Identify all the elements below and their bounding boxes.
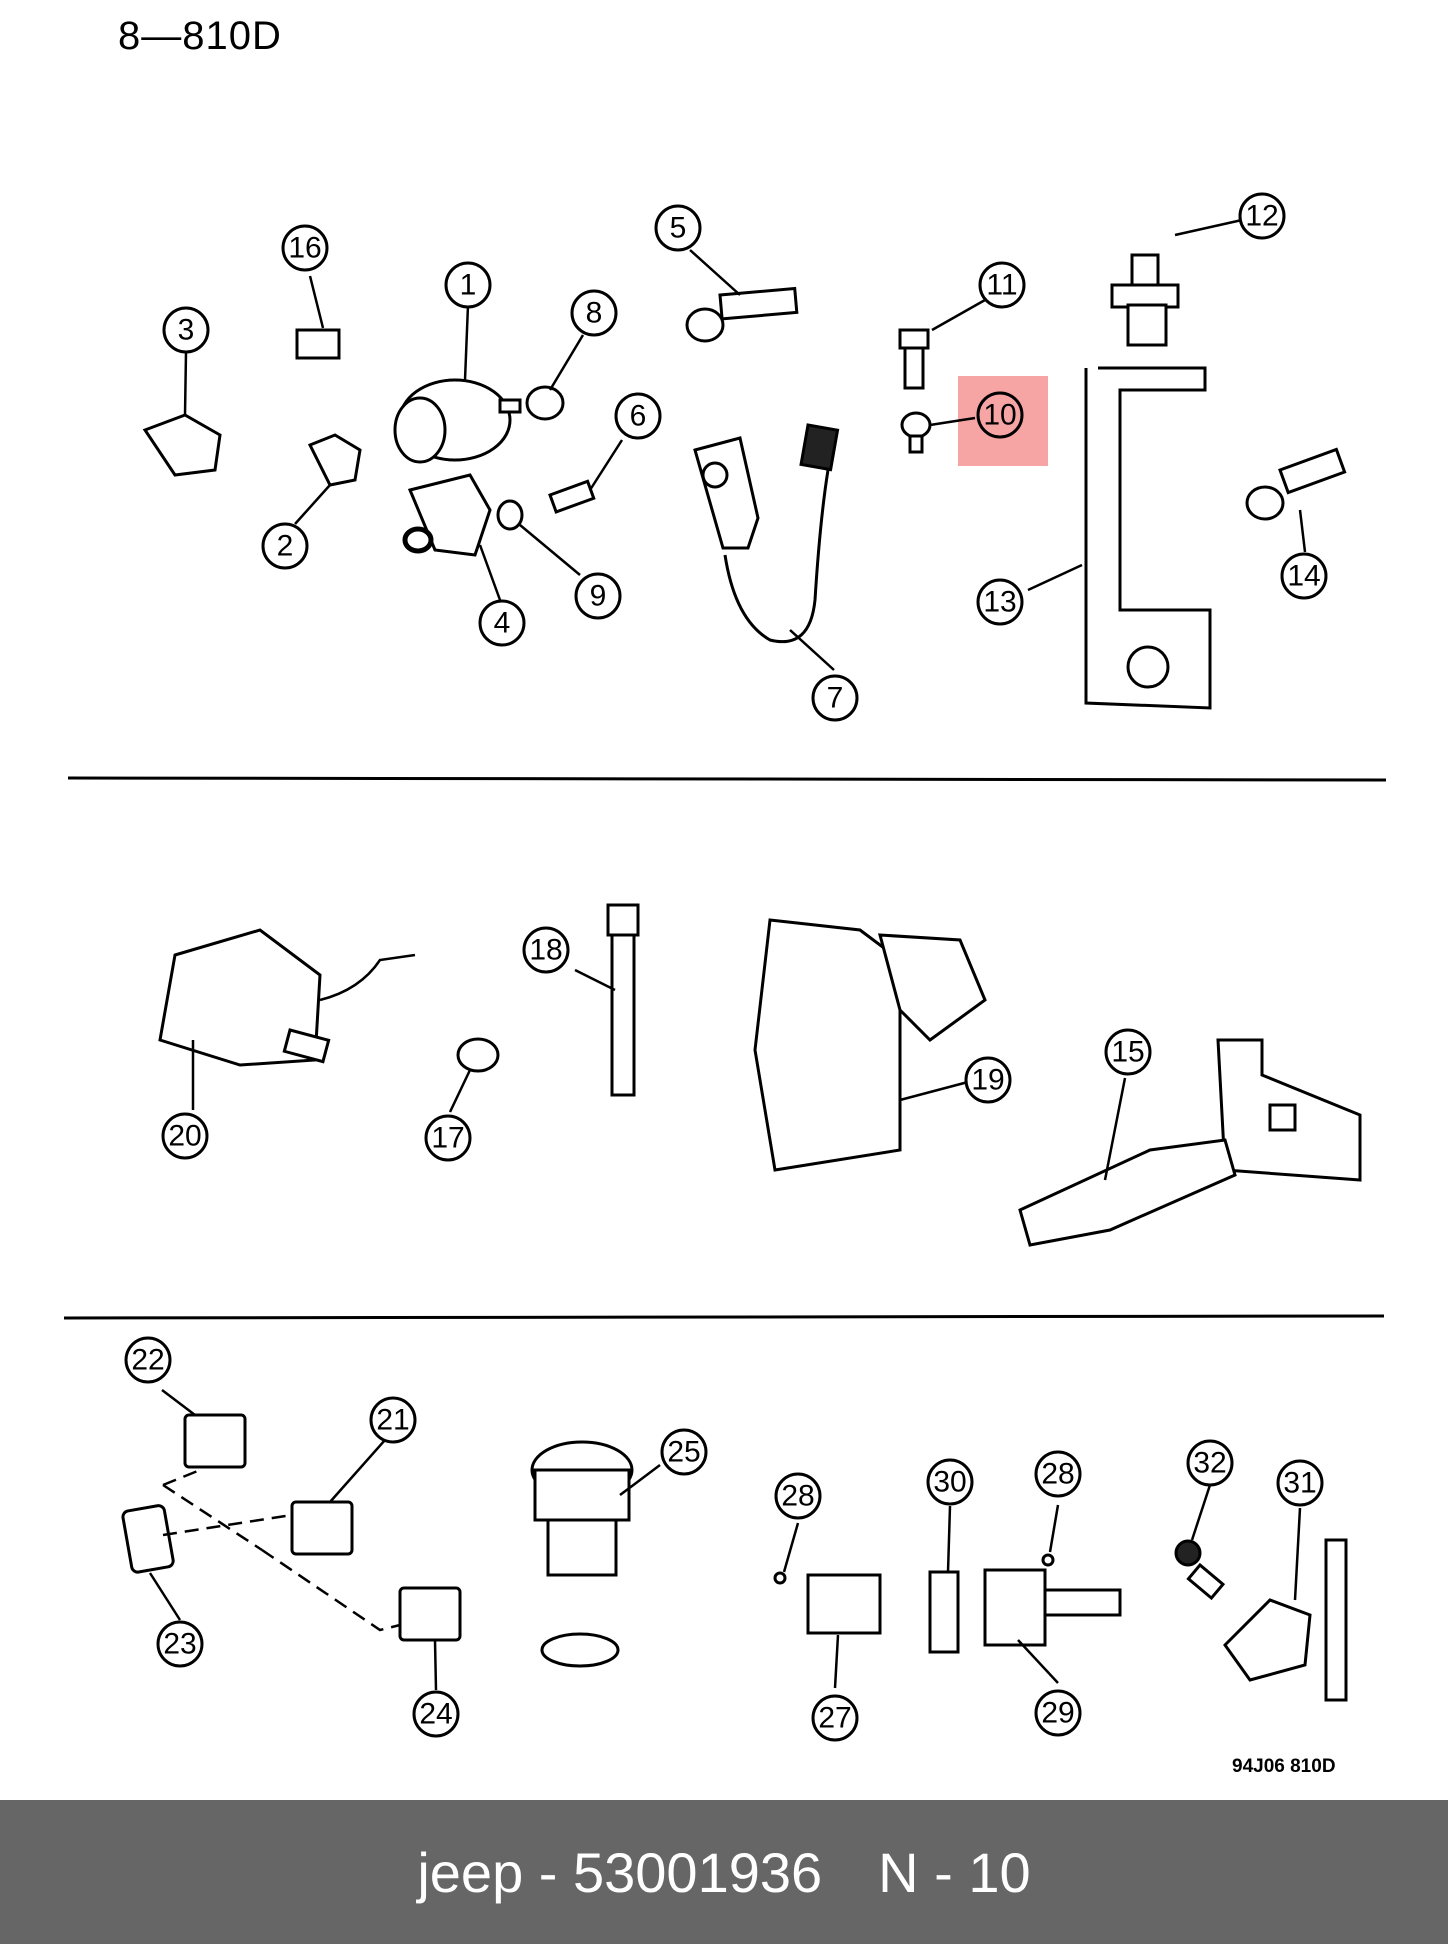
callout-21: 21 [369,1396,417,1444]
callout-1: 1 [444,261,492,309]
callout-label: 5 [670,212,687,245]
callout-15: 15 [1104,1028,1152,1076]
callout-16: 16 [281,224,329,272]
callout-label: 14 [1287,560,1320,593]
callout-label: 21 [376,1404,409,1437]
callout-label: 17 [431,1122,464,1155]
callout-12: 12 [1238,192,1286,240]
callout-label: 28 [1041,1458,1074,1491]
callout-label: 20 [168,1120,201,1153]
footer-part-number: 53001936 [572,1840,823,1904]
callout-27: 27 [811,1694,859,1742]
part-drawings-section-3 [121,1413,1348,1702]
callout-label: 24 [419,1698,452,1731]
footer-separator: - [523,1840,573,1904]
callout-28-right: 28 [1034,1450,1082,1498]
callout-label: 12 [1245,200,1278,233]
callout-22: 22 [124,1336,172,1384]
callout-label: 2 [277,530,294,563]
callout-label: 8 [586,297,603,330]
callout-23: 23 [156,1620,204,1668]
page-code: 8—810D [118,14,282,58]
callout-label: 13 [983,586,1016,619]
callout-29: 29 [1034,1689,1082,1737]
callout-label: 7 [827,682,844,715]
section-divider-1 [67,776,1387,782]
callout-label: 22 [131,1344,164,1377]
callout-17: 17 [424,1114,472,1162]
callout-20: 20 [161,1112,209,1160]
callout-11: 11 [978,261,1026,309]
callout-10-highlighted: 10 [976,391,1024,439]
highlight-box [958,376,1048,466]
figure-code: 94J06 810D [1232,1756,1336,1777]
callout-30: 30 [926,1458,974,1506]
part-drawings-section-2 [158,903,1362,1247]
footer-position-label: N - 10 [878,1840,1031,1904]
callout-32: 32 [1186,1439,1234,1487]
footer-bar: jeep - 53001936 N - 10 [0,1800,1448,1944]
callout-label: 31 [1283,1467,1316,1500]
callout-28-left: 28 [774,1472,822,1520]
callout-label: 28 [781,1480,814,1513]
part-drawings-section-1 [142,253,1347,710]
callout-label: 23 [163,1628,196,1661]
callout-label: 27 [818,1702,851,1735]
callout-label: 1 [460,269,477,302]
callout-label: 15 [1111,1036,1144,1069]
callout-7: 7 [811,674,859,722]
callout-14: 14 [1280,552,1328,600]
callout-label: 9 [590,580,607,613]
callout-label: 25 [667,1436,700,1469]
callout-25: 25 [660,1428,708,1476]
callout-label: 10 [983,399,1016,432]
footer-brand: jeep [417,1840,524,1904]
callout-19: 19 [964,1056,1012,1104]
callout-24: 24 [412,1690,460,1738]
callout-label: 4 [494,607,511,640]
callout-13: 13 [976,578,1024,626]
callout-label: 29 [1041,1697,1074,1730]
callout-label: 18 [529,934,562,967]
callout-8: 8 [570,289,618,337]
callout-4: 4 [478,599,526,647]
callout-18: 18 [522,926,570,974]
callout-label: 32 [1193,1447,1226,1480]
callout-6: 6 [614,392,662,440]
callout-label: 3 [178,314,195,347]
callout-label: 11 [986,269,1017,302]
callout-9: 9 [574,572,622,620]
callout-31: 31 [1276,1459,1324,1507]
callout-label: 19 [971,1064,1004,1097]
callout-3: 3 [162,306,210,354]
parts-diagram: 1 2 3 4 5 6 7 8 9 10 11 12 13 14 15 16 1… [63,192,1387,1742]
callout-label: 16 [288,232,321,265]
callout-label: 6 [630,400,647,433]
leader-lines [148,218,1307,1691]
section-divider-2 [63,1314,1385,1320]
callout-label: 30 [933,1466,966,1499]
callout-5: 5 [654,204,702,252]
callout-2: 2 [261,522,309,570]
